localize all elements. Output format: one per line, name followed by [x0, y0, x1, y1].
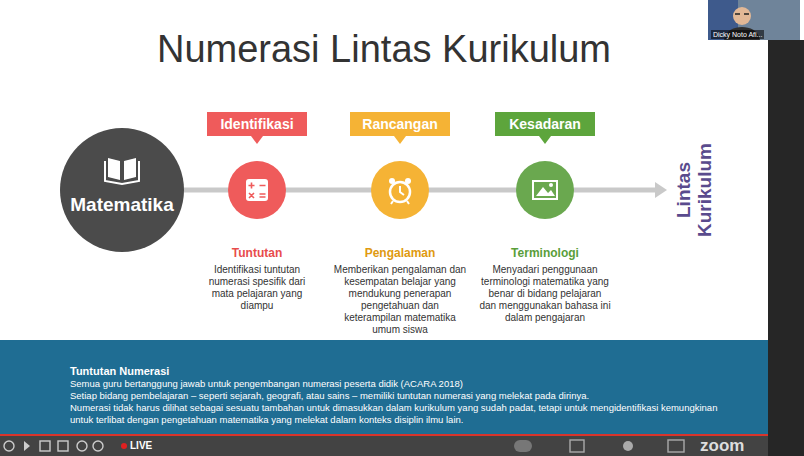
control-icon [4, 441, 14, 451]
column-heading: Pengalaman [340, 246, 460, 260]
live-dot [121, 443, 127, 449]
clock-bell [405, 178, 411, 184]
control-icon [668, 440, 684, 452]
image-icon [516, 161, 574, 219]
band-paragraph: Numerasi tidak harus dilihat sebagai ses… [70, 402, 728, 426]
column-body: Menyadari penggunaan terminologi matemat… [479, 264, 611, 324]
circle-outline [60, 128, 184, 252]
calculator-keys [249, 183, 266, 199]
control-icon [623, 441, 633, 451]
band-paragraph: Semua guru bertanggung jawab untuk penge… [70, 378, 728, 390]
subject-label: Matematika [70, 194, 174, 216]
book-page [108, 158, 120, 180]
video-frame [708, 0, 800, 40]
column-body: Memberikan pengalaman dan kesempatan bel… [332, 264, 468, 336]
icon-circle [516, 161, 574, 219]
control-icon [40, 441, 50, 451]
tag-pointer [251, 136, 263, 144]
clock-legs [391, 201, 409, 204]
image-frame [533, 181, 557, 199]
app-logo: zoom [700, 436, 744, 455]
control-icon [24, 441, 30, 451]
tag-label: Kesadaran [505, 112, 585, 136]
step-tag: Identifikasi [207, 112, 307, 136]
column-heading: Terminologi [485, 246, 605, 260]
calculator-body [246, 179, 268, 201]
participant-name: Dicky Noto Afi... [711, 30, 764, 39]
live-badge: LIVE [130, 440, 152, 452]
clock-face [390, 182, 410, 202]
control-icon [77, 441, 87, 451]
progress-line [0, 434, 768, 436]
control-icon [570, 440, 584, 452]
control-icon [58, 441, 68, 451]
control-bar-bg [0, 434, 768, 456]
control-icon [514, 440, 532, 452]
book-page [124, 158, 136, 180]
side-panel [768, 40, 804, 456]
vertical-caption: Lintas Kurikulum [673, 135, 715, 245]
image-sun [549, 183, 553, 187]
axis-arrowhead [655, 182, 667, 198]
clock-bell [389, 178, 395, 184]
tag-pointer [539, 136, 551, 144]
control-bar [0, 434, 768, 456]
calculator-icon [228, 161, 286, 219]
circle-fill [60, 128, 184, 252]
person-head [733, 7, 751, 25]
tag-label: Identifikasi [217, 112, 297, 136]
tag-label: Rancangan [360, 112, 440, 136]
note-band: Tuntutan NumerasiSemua guru bertanggung … [0, 340, 768, 434]
clock-icon [371, 161, 429, 219]
image-mountain [536, 187, 555, 196]
column-body: Identifikasi tuntutan numerasi spesifik … [203, 264, 311, 312]
icon-circle [228, 161, 286, 219]
band-paragraph: Setiap bidang pembelajaran – seperti sej… [70, 390, 728, 402]
band-heading: Tuntutan Numerasi [70, 364, 728, 378]
slide-title: Numerasi Lintas Kurikulum [0, 26, 768, 72]
column-heading: Tuntutan [202, 246, 312, 260]
step-tag: Rancangan [350, 112, 450, 136]
step-tag: Kesadaran [495, 112, 595, 136]
video-thumbnail [708, 0, 800, 40]
control-icon [93, 441, 103, 451]
tag-pointer [394, 136, 406, 144]
subject-circle: Matematika [60, 128, 184, 252]
icon-circle [371, 161, 429, 219]
person-glasses [735, 13, 749, 15]
clock-hands [400, 186, 404, 195]
